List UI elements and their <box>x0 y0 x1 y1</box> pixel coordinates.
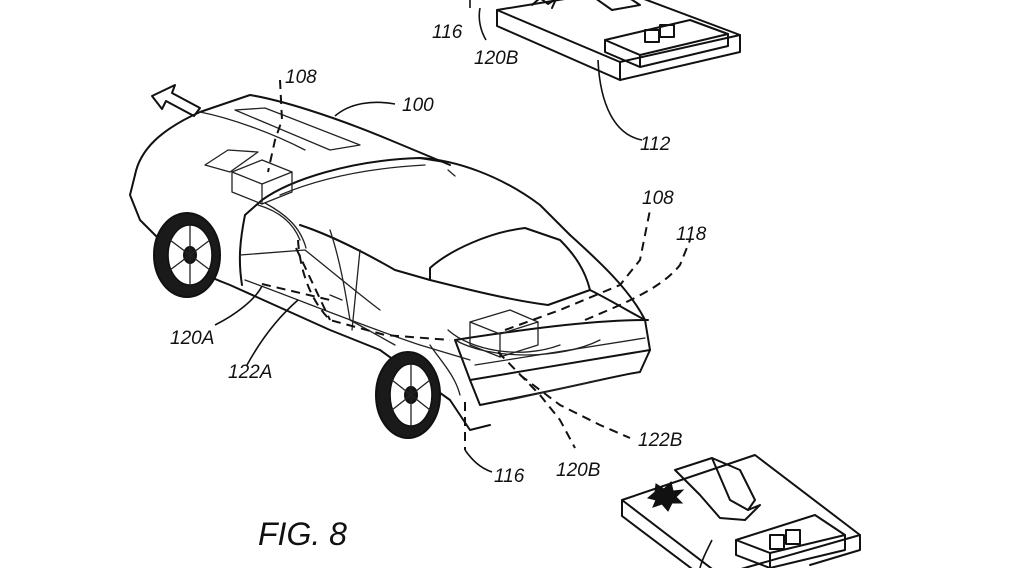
label-100: 100 <box>402 95 434 116</box>
controller-108-front <box>231 159 307 249</box>
impact-starburst-icon <box>646 481 685 512</box>
vehicle-100 <box>129 94 651 439</box>
label-122b: 122B <box>638 430 683 451</box>
figure-caption: FIG. 8 <box>258 516 347 552</box>
direction-arrow-icon <box>151 84 201 117</box>
label-120a: 120A <box>170 328 214 349</box>
controller-108-rear <box>447 309 601 358</box>
wiring-dashed <box>261 79 691 450</box>
label-108-front: 108 <box>285 67 317 88</box>
label-120b-top: 120B <box>474 48 519 69</box>
label-122a: 122A <box>228 362 272 383</box>
label-108-rear: 108 <box>642 188 674 209</box>
leader-lines <box>214 101 493 473</box>
device-112-top <box>469 0 741 141</box>
label-118: 118 <box>676 224 707 245</box>
label-120b-bottom: 120B <box>556 460 601 481</box>
label-116-top: 116 <box>432 22 463 43</box>
label-116-bottom: 116 <box>494 466 525 487</box>
device-112-bottom <box>621 454 861 568</box>
label-112: 112 <box>640 134 671 155</box>
